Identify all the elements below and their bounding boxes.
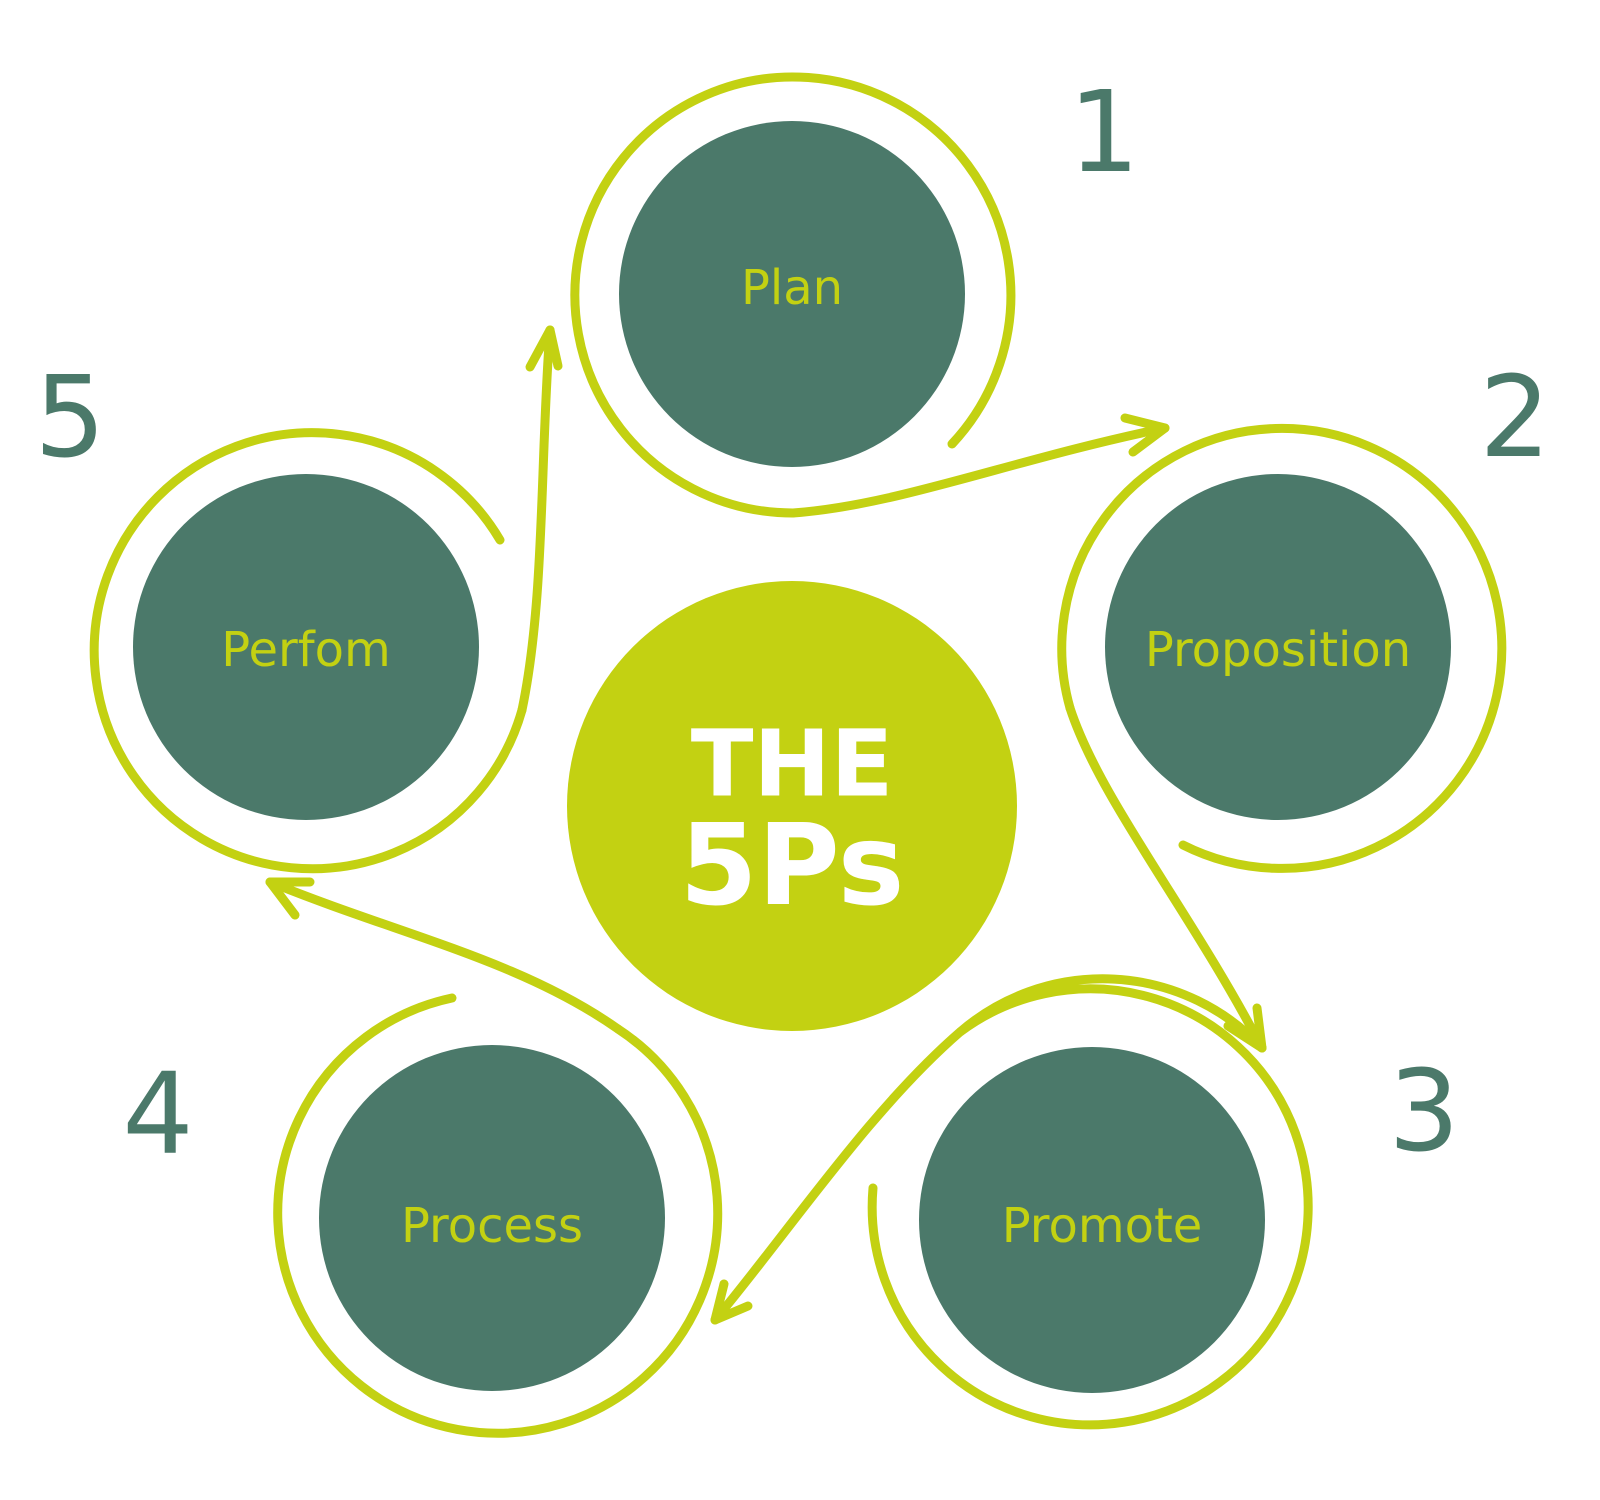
center-circle xyxy=(567,581,1017,1031)
arrow-line xyxy=(517,325,555,715)
stage-process-label: Process xyxy=(401,1198,583,1254)
stage-perform[interactable]: Perfom 5 xyxy=(34,353,527,874)
flow-arrow-plan-to-proposition xyxy=(788,413,1170,518)
arrow-line xyxy=(710,1027,965,1325)
arrow-line xyxy=(788,423,1170,518)
arrow-head-icon xyxy=(265,877,315,920)
center-title-line1: THE xyxy=(691,711,894,818)
stage-proposition-ring xyxy=(1057,423,1507,873)
stage-promote-label: Promote xyxy=(1002,1198,1203,1254)
stage-plan-ring xyxy=(570,72,1016,518)
stage-plan-node[interactable] xyxy=(619,121,965,467)
stage-process-node[interactable] xyxy=(319,1045,665,1391)
stage-proposition-label: Proposition xyxy=(1145,622,1411,678)
stage-proposition-number: 2 xyxy=(1479,353,1550,483)
arrow-head-icon xyxy=(525,325,563,372)
center-title-line2: 5Ps xyxy=(680,801,905,931)
arrow-head-icon xyxy=(1223,1003,1267,1053)
arrow-head-icon xyxy=(710,1279,753,1325)
stage-process[interactable]: Process 4 xyxy=(122,993,723,1438)
stage-plan-number: 1 xyxy=(1068,68,1139,198)
flow-arrow-perform-to-plan xyxy=(517,325,563,715)
stage-process-number: 4 xyxy=(122,1050,193,1180)
stage-process-ring xyxy=(273,993,723,1438)
stage-perform-number: 5 xyxy=(34,353,105,483)
arrow-line xyxy=(265,877,623,1034)
arrow-head-icon xyxy=(1120,413,1170,457)
stage-promote-node[interactable] xyxy=(919,1047,1265,1393)
stage-promote-number: 3 xyxy=(1388,1047,1459,1177)
stage-plan[interactable]: Plan 1 xyxy=(570,68,1140,518)
center-hub: THE 5Ps xyxy=(567,581,1017,1031)
stage-perform-ring xyxy=(89,428,527,874)
stage-plan-label: Plan xyxy=(741,260,843,316)
stage-proposition-node[interactable] xyxy=(1105,474,1451,820)
stage-promote[interactable]: Promote 3 xyxy=(867,974,1460,1430)
flow-arrow-proposition-to-promote xyxy=(1065,703,1267,1053)
flow-arrow-process-to-perform xyxy=(265,877,623,1034)
stage-promote-ring xyxy=(867,974,1313,1430)
arrow-line xyxy=(1065,703,1267,1053)
flow-arrow-promote-to-process xyxy=(710,1027,965,1325)
stage-perform-node[interactable] xyxy=(133,474,479,820)
stage-proposition[interactable]: Proposition 2 xyxy=(1057,353,1551,873)
stage-perform-label: Perfom xyxy=(221,622,391,678)
